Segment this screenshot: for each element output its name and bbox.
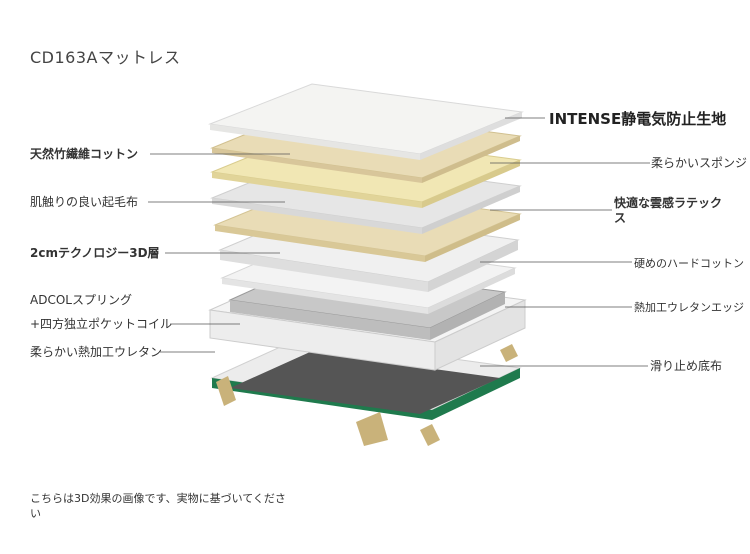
- label-hard-cotton: 硬めのハードコットン: [634, 257, 744, 270]
- top-cover-layer: [208, 83, 524, 160]
- label-brushed-fabric: 肌触りの良い起毛布: [30, 195, 139, 209]
- label-cloud-latex: 快適な雲感ラテックス: [614, 196, 723, 225]
- label-anti-slip-base: 滑り止め底布: [650, 359, 723, 373]
- anti-slip-base-layer: [210, 337, 522, 446]
- label-urethane-edge: 熱加工ウレタンエッジ: [634, 301, 744, 314]
- label-pocket-coil: +四方独立ポケットコイル: [30, 317, 173, 331]
- page-title: CD163Aマットレス: [30, 48, 181, 67]
- label-3d-layer: 2cmテクノロジー3D層: [30, 246, 160, 260]
- label-soft-sponge: 柔らかいスポンジ: [651, 156, 748, 170]
- label-bamboo-cotton: 天然竹繊維コットン: [30, 147, 139, 161]
- label-intense-fabric: INTENSE静電気防止生地: [549, 110, 727, 128]
- leader-lines: [148, 117, 650, 367]
- label-soft-urethane: 柔らかい熱加工ウレタン: [30, 345, 163, 359]
- disclaimer-note: こちらは3D効果の画像です、実物に基づいてください: [30, 492, 286, 520]
- label-adcol-spring: ADCOLスプリング: [30, 293, 132, 307]
